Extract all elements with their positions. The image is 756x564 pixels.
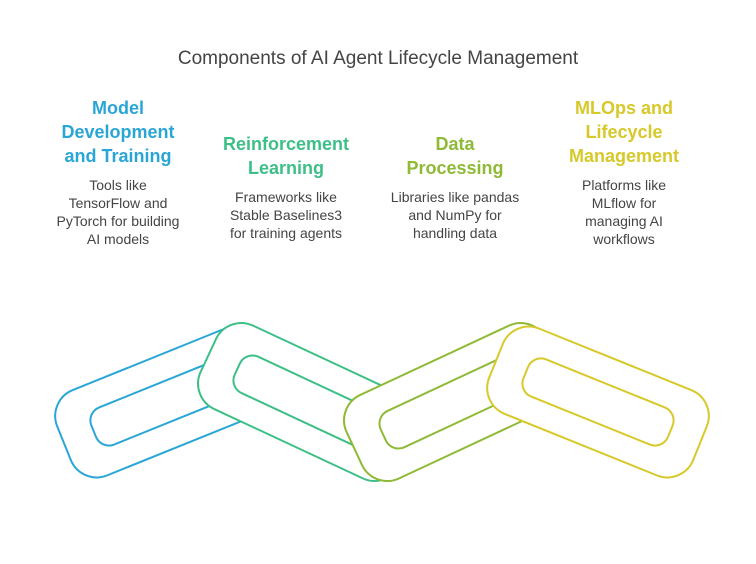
desc-line: Tools like (89, 177, 147, 193)
desc-line: handling data (412, 225, 498, 241)
component-description: Frameworks like Stable Baselines3 for tr… (201, 188, 371, 242)
component-title: Data Processing (370, 132, 540, 180)
title-line: Processing (406, 158, 504, 178)
title-line: Lifecycle (585, 122, 663, 142)
title-line: MLOps and (575, 98, 673, 118)
title-line: Data (435, 134, 475, 154)
desc-line: workflows (593, 231, 655, 247)
desc-line: for training agents (229, 225, 343, 241)
title-line: Model (92, 98, 144, 118)
component-description: Platforms like MLflow for managing AI wo… (539, 176, 709, 248)
title-line: Management (568, 146, 680, 166)
title-line: Development (61, 122, 175, 142)
desc-line: AI models (86, 231, 150, 247)
component-mlops: MLOps and Lifecycle Management Platforms… (539, 96, 709, 248)
component-reinforcement-learning: Reinforcement Learning Frameworks like S… (201, 132, 371, 242)
desc-line: Platforms like (581, 177, 667, 193)
title-line: and Training (64, 146, 172, 166)
component-title: MLOps and Lifecycle Management (539, 96, 709, 168)
component-data-processing: Data Processing Libraries like pandas an… (370, 132, 540, 242)
component-description: Tools like TensorFlow and PyTorch for bu… (33, 176, 203, 248)
desc-line: PyTorch for building (56, 213, 180, 229)
component-description: Libraries like pandas and NumPy for hand… (370, 188, 540, 242)
page-title: Components of AI Agent Lifecycle Managem… (177, 48, 579, 69)
desc-line: Libraries like pandas (390, 189, 520, 205)
chain-link-inner (521, 357, 675, 447)
desc-line: managing AI (585, 213, 663, 229)
component-model-development: Model Development and Training Tools lik… (33, 96, 203, 248)
desc-line: Stable Baselines3 (229, 207, 343, 223)
desc-line: MLflow for (591, 195, 657, 211)
component-title: Model Development and Training (33, 96, 203, 168)
desc-line: and NumPy for (408, 207, 502, 223)
desc-line: Frameworks like (235, 189, 337, 205)
title-line: Reinforcement (222, 134, 350, 154)
component-title: Reinforcement Learning (201, 132, 371, 180)
chain-link-mlops (486, 325, 710, 479)
desc-line: TensorFlow and (68, 195, 168, 211)
title-line: Learning (247, 158, 324, 178)
